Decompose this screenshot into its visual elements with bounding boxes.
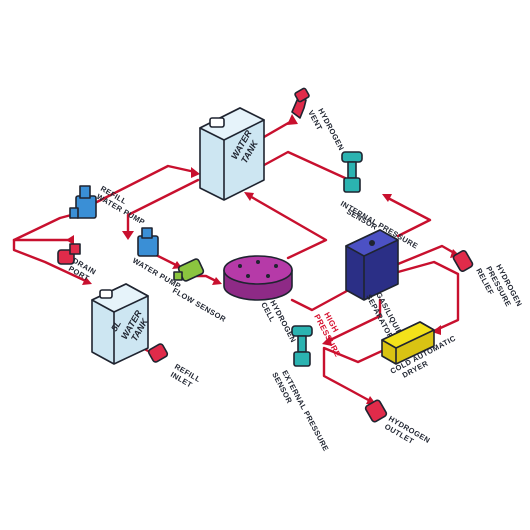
hydrogen-outlet-fitting: [364, 399, 388, 423]
refill-pump-top-icon: [79, 185, 91, 199]
water-pump-body-icon: [137, 235, 159, 257]
arrow-to-cell: [212, 277, 222, 285]
flow-sensor: [173, 258, 205, 282]
external-sensor-head-icon: [291, 325, 313, 337]
cell-bolt-icon: [246, 274, 250, 278]
pipe-5l-to-refill-pump: [12, 212, 77, 242]
internal-pressure-sensor: [341, 151, 363, 193]
pipe-separator-to-sensor: [384, 195, 432, 238]
pipe-separator-to-dryer: [396, 260, 460, 332]
water-pump: [137, 227, 159, 257]
arrow-to-external: [322, 336, 332, 346]
arrow-to-tank-from-cell: [244, 192, 254, 201]
arrow-vent: [287, 114, 298, 125]
refill-pump-body-icon: [75, 195, 97, 219]
pipe-flow-to-cell: [194, 274, 220, 284]
external-sensor-stem-icon: [297, 335, 307, 353]
separator-cap-icon: [369, 240, 375, 246]
arrow-to-internal-sensor: [382, 194, 392, 202]
pipe-drain-loop: [12, 238, 90, 284]
water-pump-top-icon: [141, 227, 153, 239]
cell-bolt-icon: [256, 260, 260, 264]
label-external-sensor-1: EXTERNAL PRESSURE: [280, 369, 330, 453]
flow-sensor-port-icon: [173, 271, 183, 281]
pipe-cell-to-tank: [246, 193, 328, 260]
hydrogen-vent-fitting: [291, 87, 310, 119]
refill-pump-port-icon: [69, 207, 79, 219]
pipe-to-outlet: [322, 346, 386, 404]
cell-bolt-icon: [266, 274, 270, 278]
water-tank: WATER TANK: [199, 107, 265, 201]
internal-sensor-base-icon: [343, 177, 361, 193]
internal-sensor-stem-icon: [347, 161, 357, 179]
vent-cap-icon: [294, 87, 310, 103]
arrow-refill-pump-to-tank: [191, 167, 200, 178]
cell-bolt-icon: [238, 264, 242, 268]
refill-inlet-fitting: [147, 343, 169, 363]
drain-port-fitting: [57, 243, 81, 265]
tank-5l-cap: [99, 289, 113, 299]
vent-icon: [291, 97, 307, 119]
pipe-separator-to-relief: [396, 244, 458, 266]
tank-5l-label-1: 5L: [109, 319, 123, 333]
dryer-top: [381, 321, 435, 349]
arrow-to-5l-tank: [82, 277, 92, 285]
tank-5l-top: [91, 283, 149, 313]
cell-bolt-icon: [274, 264, 278, 268]
pipe-sensor-to-tank: [253, 150, 347, 180]
pipe-tank-to-water-pump: [126, 178, 200, 236]
refill-water-pump: [69, 185, 97, 219]
drain-port-neck-icon: [69, 243, 81, 255]
pressure-relief-icon: [452, 250, 474, 272]
hydrogen-cell-top: [223, 255, 293, 285]
hydrogen-cell: [223, 255, 293, 301]
label-flow-sensor: FLOW SENSOR: [171, 286, 228, 324]
water-tank-cap: [209, 117, 225, 128]
external-sensor-base-icon: [293, 351, 311, 367]
arrow-from-drain: [66, 235, 74, 245]
refill-inlet-icon: [147, 343, 169, 363]
hydrogen-outlet-icon: [364, 399, 388, 423]
pressure-relief-fitting: [452, 250, 474, 272]
cold-automatic-dryer: [381, 321, 435, 365]
pipe-separator-to-external: [324, 298, 382, 344]
arrow-to-water-pump: [122, 231, 134, 240]
gas-liquid-separator: [345, 229, 399, 301]
pipe-refill-pump-to-tank: [83, 164, 197, 210]
external-pressure-sensor: [291, 325, 313, 367]
water-tank-5l: 5L WATER TANK: [91, 283, 151, 365]
internal-sensor-head-icon: [341, 151, 363, 163]
water-tank-top: [199, 107, 265, 141]
